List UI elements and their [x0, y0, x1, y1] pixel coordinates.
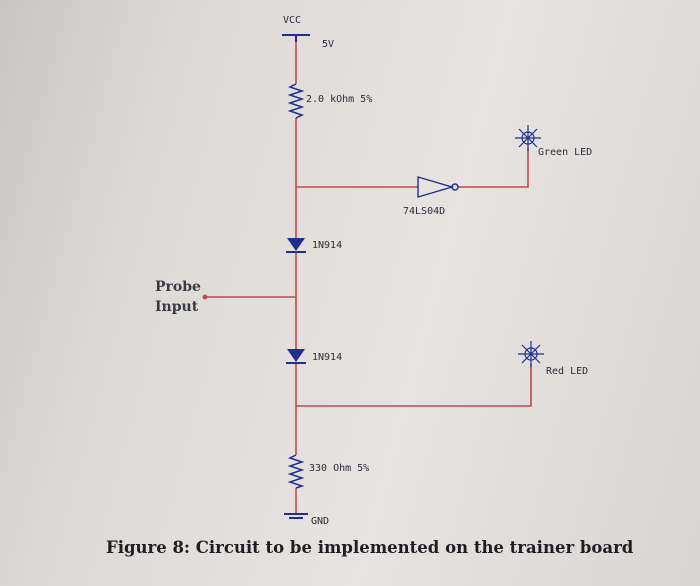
ground-symbol	[284, 513, 308, 519]
d1-label: 1N914	[312, 240, 343, 251]
gnd-label: GND	[311, 516, 330, 527]
diode-d1-icon	[286, 238, 306, 253]
probe-label-line1: Probe	[155, 279, 201, 295]
supply-voltage-label: 5V	[322, 39, 335, 50]
green-led-icon	[515, 125, 541, 151]
r1-value-label: 2.0 kOhm 5%	[306, 94, 373, 105]
wire-inverter-green-led	[458, 148, 529, 188]
d2-label: 1N914	[312, 352, 343, 363]
resistor-r2-icon	[287, 454, 305, 489]
diode-d2-icon	[286, 349, 306, 364]
wires	[205, 40, 532, 514]
inverter-icon	[417, 176, 459, 198]
vcc-label: VCC	[283, 15, 302, 26]
inverter-label: 74LS04D	[403, 206, 446, 217]
wire-node-red-led	[296, 364, 532, 407]
probe-label-line2: Input	[155, 299, 199, 315]
green-led-label: Green LED	[538, 147, 593, 158]
resistor-r1-icon	[287, 83, 305, 119]
r2-value-label: 330 Ohm 5%	[309, 463, 370, 474]
figure-caption: Figure 8: Circuit to be implemented on t…	[106, 538, 634, 557]
red-led-label: Red LED	[546, 366, 589, 377]
probe-input-terminal	[202, 294, 208, 300]
vcc-symbol	[282, 34, 310, 42]
red-led-icon	[518, 341, 544, 367]
